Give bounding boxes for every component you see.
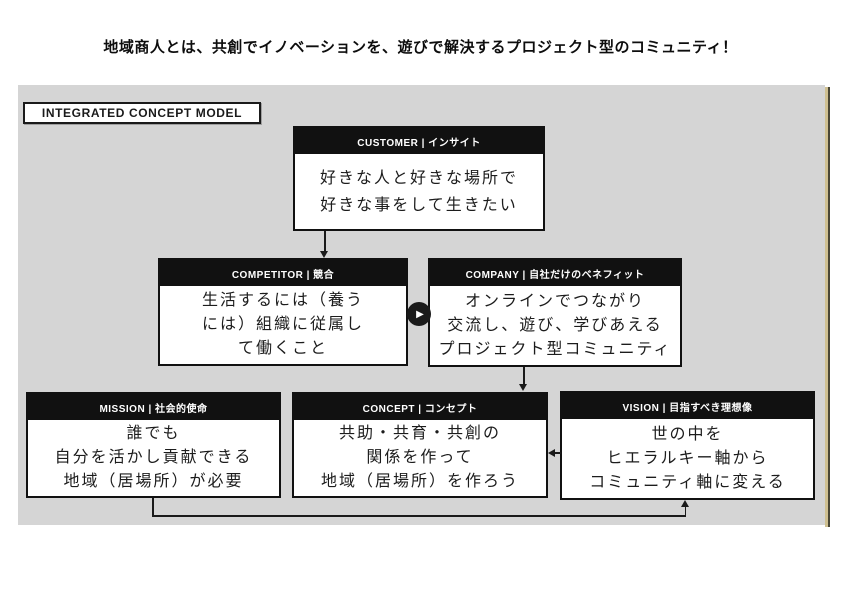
arrow-down-icon (519, 384, 527, 391)
panel-shadow (825, 87, 828, 527)
box-competitor-body: 生活するには（養う には）組織に従属し て働くこと (160, 286, 406, 364)
box-concept: CONCEPT | コンセプト 共助・共育・共創の 関係を作って 地域（居場所）… (292, 392, 548, 498)
concept-model-panel: INTEGRATED CONCEPT MODEL CUSTOMER | インサイ… (18, 85, 825, 525)
box-customer: CUSTOMER | インサイト 好きな人と好きな場所で 好きな事をして生きたい (293, 126, 545, 231)
box-mission-line: 地域（居場所）が必要 (63, 473, 244, 490)
box-customer-line: 好きな人と好きな場所で (319, 169, 518, 187)
box-competitor-line: て働くこと (237, 340, 328, 357)
box-company-header: COMPANY | 自社だけのベネフィット (430, 260, 680, 286)
box-company-line: プロジェクト型コミュニティ (438, 340, 672, 358)
box-concept-line: 共助・共育・共創の (338, 425, 501, 442)
box-company-line: 交流し、遊び、学びあえる (447, 316, 663, 334)
box-customer-header: CUSTOMER | インサイト (295, 128, 543, 154)
panel-label: INTEGRATED CONCEPT MODEL (23, 102, 261, 124)
box-company: COMPANY | 自社だけのベネフィット オンラインでつながり 交流し、遊び、… (428, 258, 682, 367)
box-competitor: COMPETITOR | 競合 生活するには（養う には）組織に従属し て働くこ… (158, 258, 408, 366)
play-triangle-icon: ▶ (416, 308, 424, 320)
box-competitor-header: COMPETITOR | 競合 (160, 260, 406, 286)
page-title: 地域商人とは、共創でイノベーションを、遊びで解決するプロジェクト型のコミュニティ… (103, 39, 738, 56)
connector-mission-down-line (152, 498, 154, 516)
box-vision: VISION | 目指すべき理想像 世の中を ヒエラルキー軸から コミュニティ軸… (560, 391, 815, 500)
box-company-line: オンラインでつながり (464, 292, 645, 310)
arrow-up-icon (681, 500, 689, 507)
box-vision-header: VISION | 目指すべき理想像 (562, 393, 813, 419)
box-vision-line: ヒエラルキー軸から (606, 449, 769, 467)
box-vision-line: 世の中を (651, 425, 724, 443)
box-vision-line: コミュニティ軸に変える (589, 473, 786, 491)
arrow-vision-to-concept-line (554, 452, 561, 454)
box-concept-line: 地域（居場所）を作ろう (320, 473, 519, 490)
connector-vision-up-line (684, 505, 686, 516)
box-mission-body: 誰でも 自分を活かし貢献できる 地域（居場所）が必要 (28, 420, 279, 496)
play-icon: ▶ (407, 302, 431, 326)
connector-bottom-line (152, 515, 686, 517)
box-mission-header: MISSION | 社会的使命 (28, 394, 279, 420)
arrow-down-icon (320, 251, 328, 258)
box-mission-line: 誰でも (126, 425, 181, 442)
box-company-body: オンラインでつながり 交流し、遊び、学びあえる プロジェクト型コミュニティ (430, 286, 680, 365)
box-customer-line: 好きな事をして生きたい (320, 196, 518, 214)
box-vision-body: 世の中を ヒエラルキー軸から コミュニティ軸に変える (562, 419, 813, 498)
box-concept-header: CONCEPT | コンセプト (294, 394, 546, 420)
box-mission: MISSION | 社会的使命 誰でも 自分を活かし貢献できる 地域（居場所）が… (26, 392, 281, 498)
box-customer-body: 好きな人と好きな場所で 好きな事をして生きたい (295, 154, 543, 229)
box-competitor-line: 生活するには（養う (201, 292, 364, 309)
arrow-customer-to-competitor-line (324, 231, 326, 252)
panel-shadow-edge (828, 87, 830, 527)
box-competitor-line: には）組織に従属し (201, 316, 364, 333)
box-mission-line: 自分を活かし貢献できる (54, 449, 253, 466)
box-concept-body: 共助・共育・共創の 関係を作って 地域（居場所）を作ろう (294, 420, 546, 496)
arrow-left-icon (548, 449, 555, 457)
arrow-company-to-concept-line (523, 367, 525, 385)
box-concept-line: 関係を作って (366, 449, 474, 466)
